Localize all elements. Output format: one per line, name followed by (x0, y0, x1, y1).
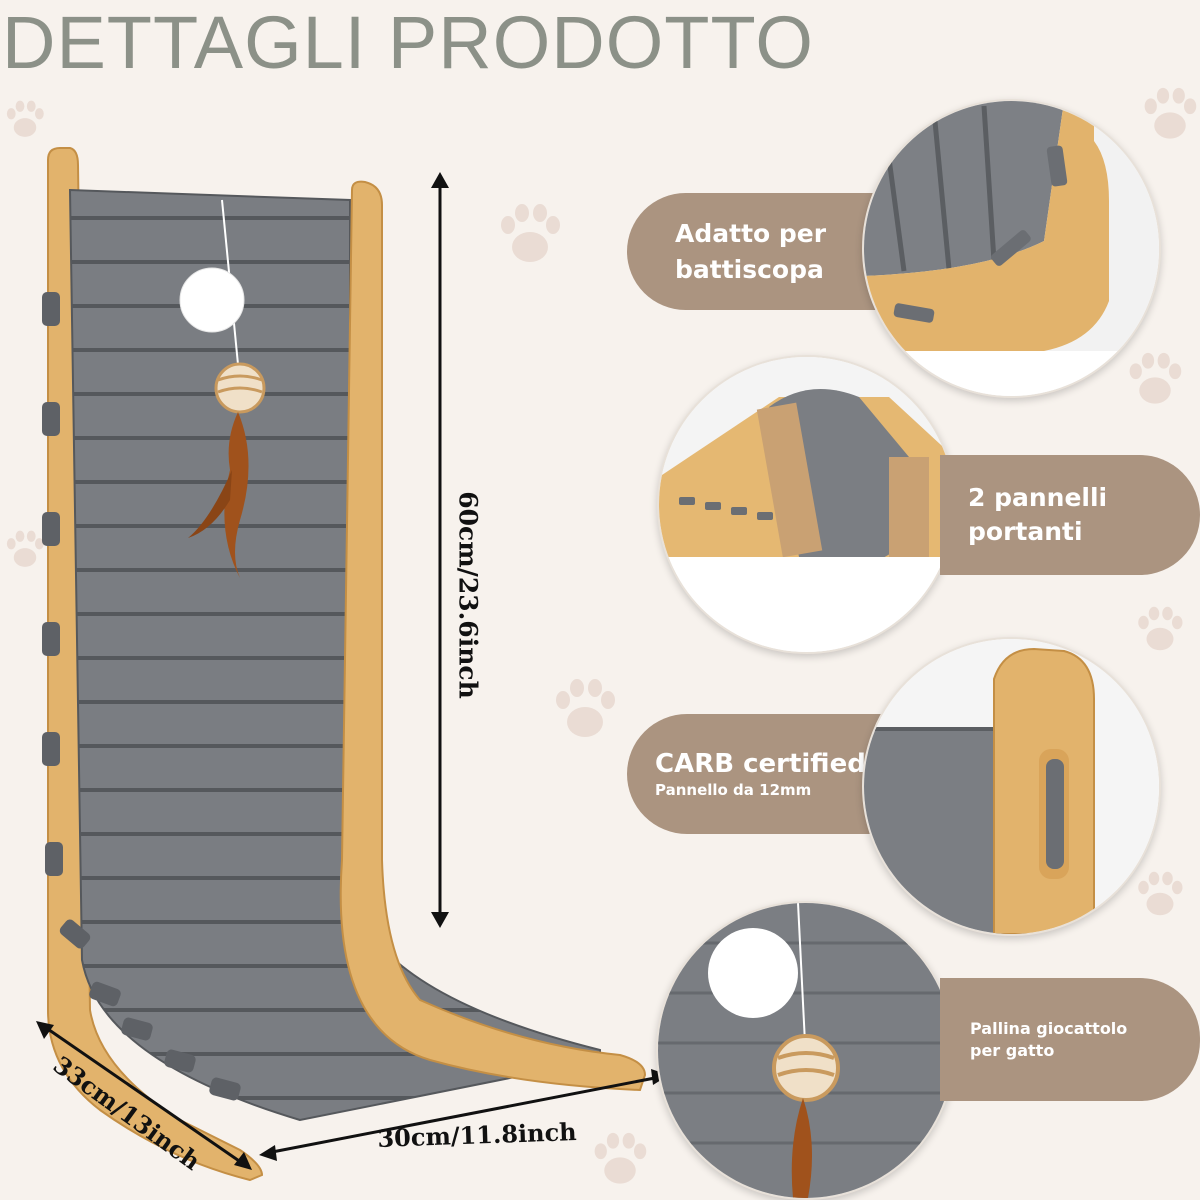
product-illustration (42, 147, 647, 1182)
detail-photo-toy (656, 901, 955, 1200)
paw-print-icon (594, 1132, 647, 1184)
detail-photo-baseboard (862, 99, 1161, 398)
feature-line: per gatto (970, 1040, 1055, 1060)
paw-print-icon (501, 204, 560, 262)
feature-line: battiscopa (675, 254, 824, 284)
depth-dimension-arrow (36, 1021, 252, 1170)
feature-badge-panels: 2 pannelli portanti (940, 455, 1200, 575)
paw-print-icon (1138, 606, 1183, 651)
detail-photo-panels (657, 355, 956, 654)
feature-line: Pallina giocattolo (970, 1018, 1128, 1038)
paw-print-icon (6, 530, 44, 567)
feature-badge-baseboard: Adatto per battiscopa (627, 193, 887, 310)
paw-print-icon (1144, 87, 1197, 139)
paw-print-icon (1129, 352, 1182, 404)
feature-badge-carb: CARB certified Pannello da 12mm (627, 714, 887, 834)
right-side-panel (339, 180, 647, 1092)
page-title: DETTAGLI PRODOTTO (2, 1, 814, 84)
feature-line: portanti (968, 517, 1083, 546)
paw-print-icon (1138, 871, 1183, 916)
height-dimension-arrow (431, 172, 449, 928)
width-dimension-arrow (259, 1069, 669, 1161)
feature-sub-text: Pannello da 12mm (655, 781, 812, 799)
height-label: 60cm/23.6inch (453, 491, 483, 699)
feature-badge-toy: Pallina giocattolo per gatto (940, 978, 1200, 1101)
paw-print-icon (6, 100, 44, 137)
feature-main-text: CARB certified (655, 749, 866, 779)
left-side-panel (47, 147, 264, 1182)
feature-line: Adatto per (675, 218, 827, 248)
feature-line: 2 pannelli (968, 483, 1108, 512)
detail-photo-carb-panel (862, 637, 1161, 936)
paw-print-icon (556, 679, 615, 737)
felt-surface (68, 188, 601, 1122)
